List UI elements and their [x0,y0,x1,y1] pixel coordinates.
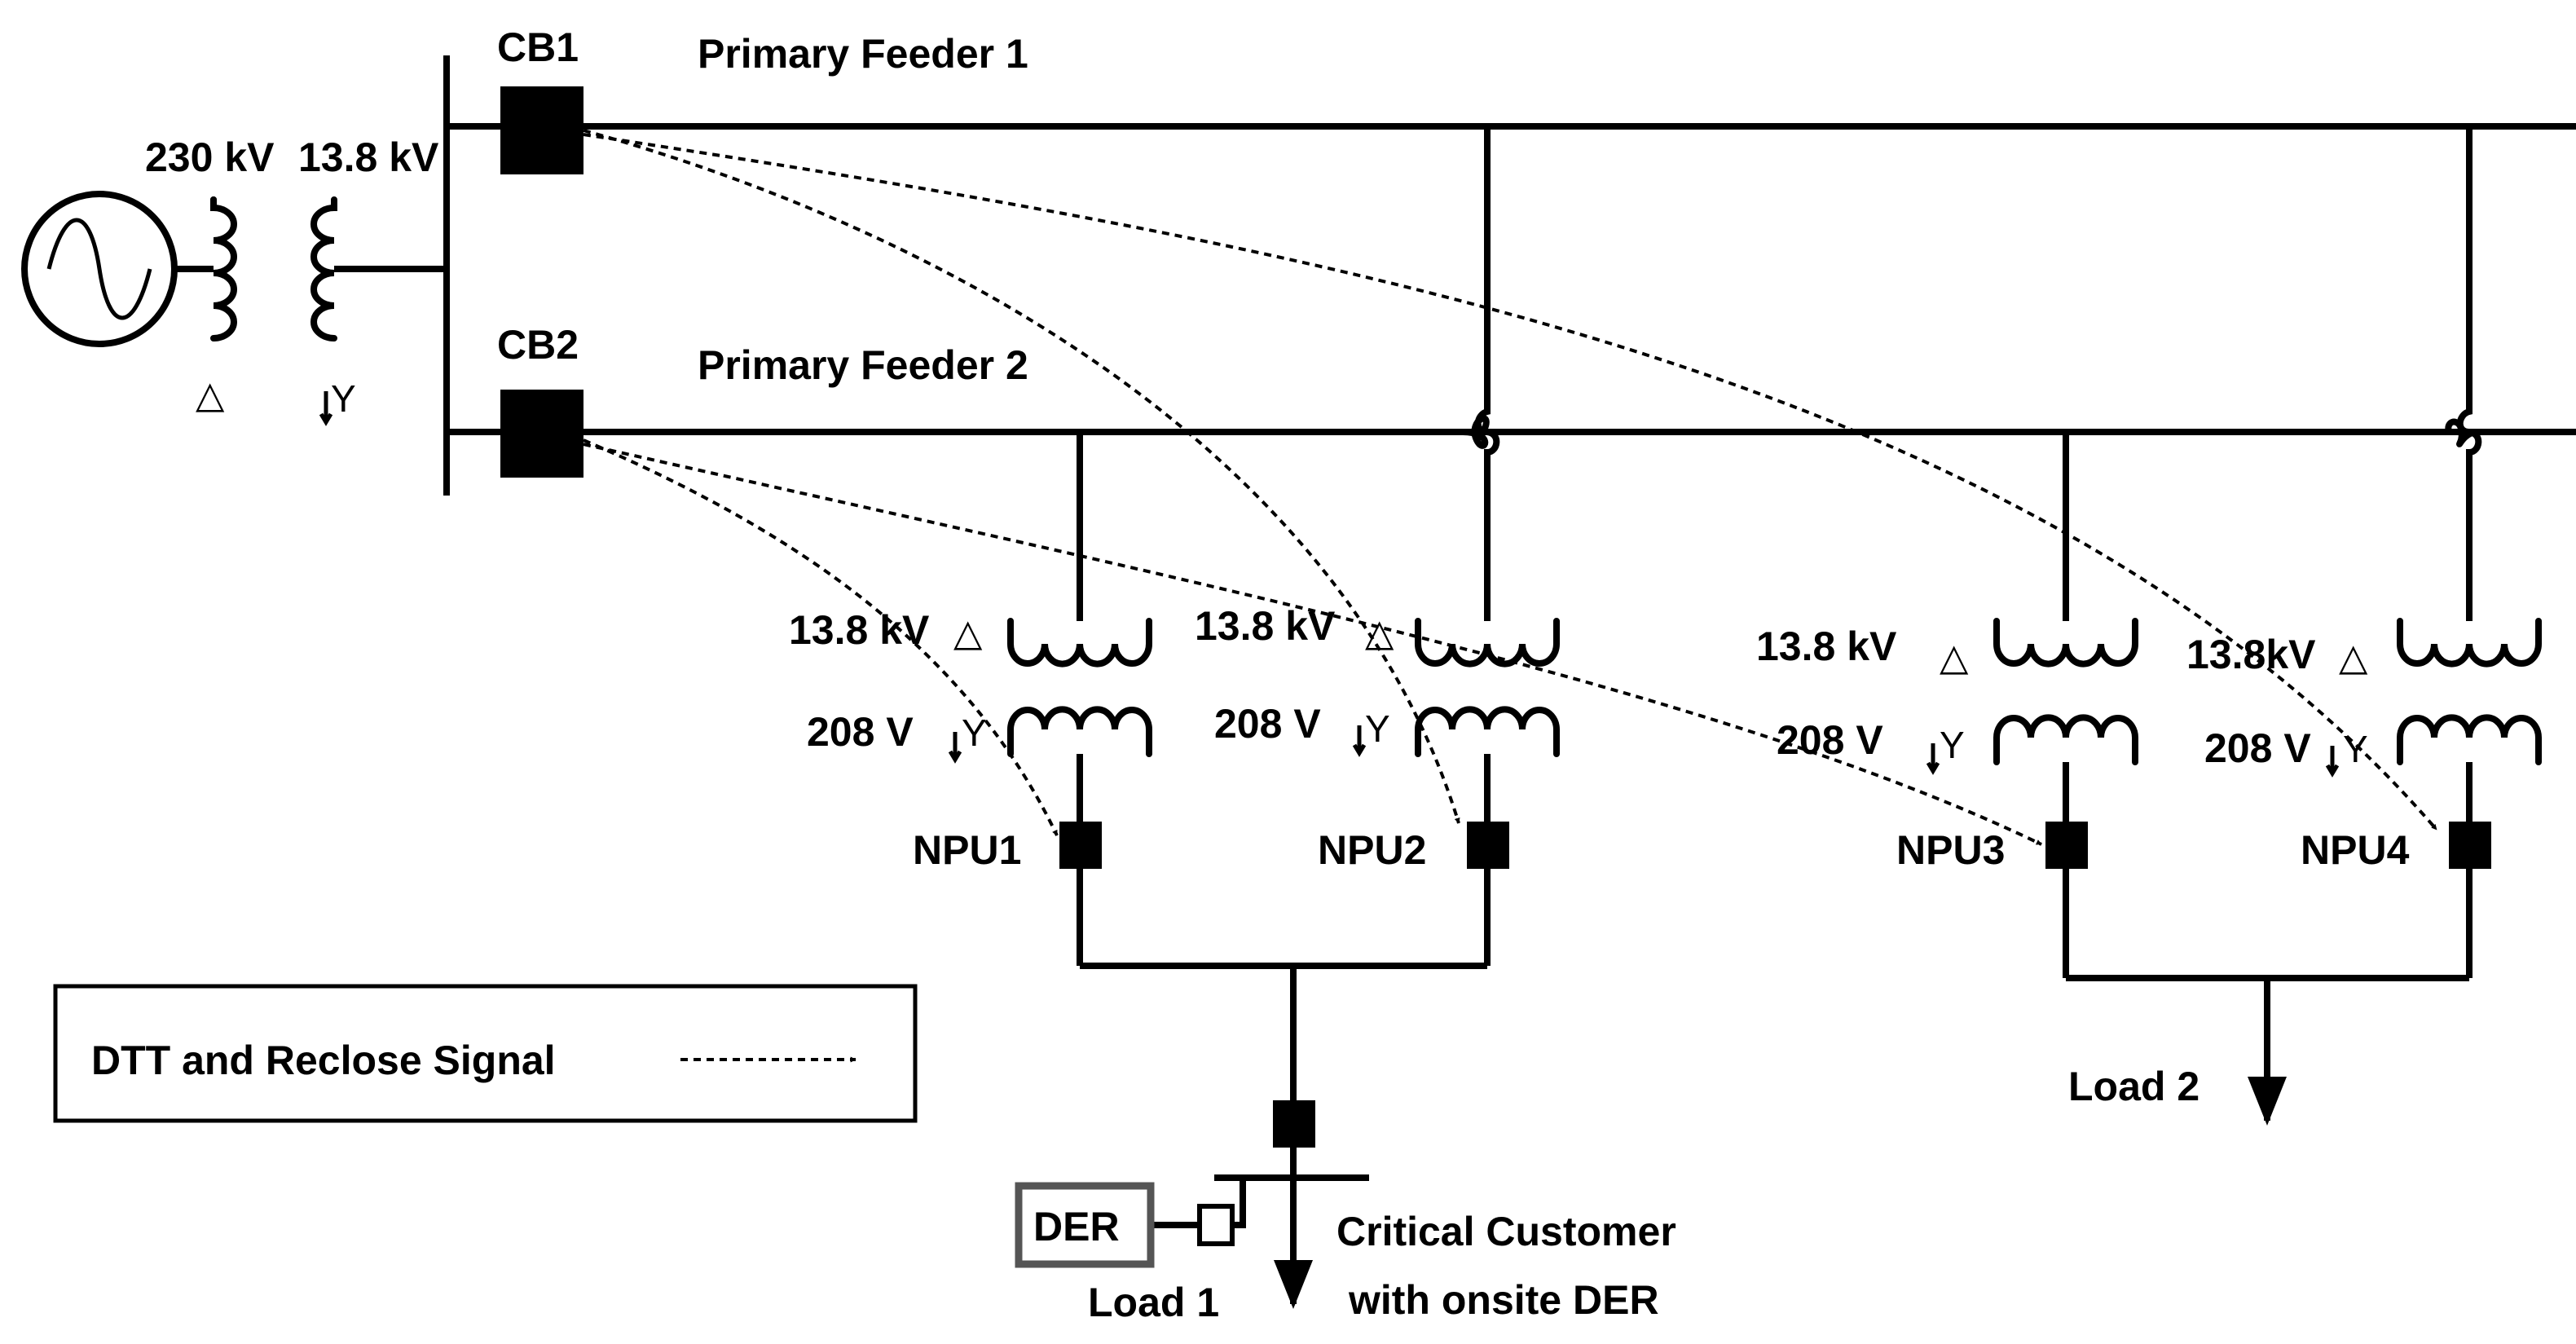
npu1-unit [1007,432,1152,966]
substation-transformer [210,196,447,342]
npu3-unit [1993,432,2138,978]
npu3-wye: Y [1940,724,1965,766]
source-lv-label: 13.8 kV [298,134,439,180]
npu2-wye: Y [1365,707,1390,750]
customer-line2: with onsite DER [1348,1277,1659,1323]
ac-source [21,191,214,347]
npu1-relay [1059,822,1102,869]
npu3-hv-label: 13.8 kV [1756,624,1897,669]
load1-network [1015,963,1487,1309]
source-delta-symbol: △ [196,373,225,416]
signal-cb2-npu3 [583,443,2042,846]
load2-network [2066,975,2469,1126]
feeder1-label: Primary Feeder 1 [698,31,1028,77]
der-breaker [1197,1204,1235,1246]
der-label: DER [1033,1204,1120,1249]
npu1-wye: Y [962,712,987,754]
cb2-breaker [500,390,583,478]
signal-cb1-npu2 [583,129,1460,824]
npu1-hv-label: 13.8 kV [789,607,930,653]
npu1-lv-label: 208 V [807,709,914,755]
npu4-delta: △ [2339,636,2368,678]
npu4-wye: Y [2343,728,2368,770]
npu2-unit [1415,126,1560,966]
signal-cb2-npu1 [583,438,1059,836]
npu3-relay [2045,822,2088,869]
legend-text: DTT and Reclose Signal [91,1038,556,1083]
npu4-unit [2397,126,2542,978]
npu1-delta: △ [953,611,983,654]
der-box [1015,1182,1155,1268]
npu3-label: NPU3 [1896,827,2005,873]
load1-label: Load 1 [1088,1280,1219,1325]
cb2-label: CB2 [497,322,579,368]
cb1-breaker [500,86,583,174]
feeder2-label: Primary Feeder 2 [698,342,1028,388]
npu3-lv-label: 208 V [1777,717,1883,763]
npu2-relay [1467,822,1509,869]
cb1-label: CB1 [497,24,579,70]
npu2-lv-label: 208 V [1214,701,1321,747]
source-hv-label: 230 kV [145,134,275,180]
customer-breaker [1273,1100,1315,1148]
source-wye-symbol: Y [331,377,356,420]
load2-label: Load 2 [2068,1064,2200,1109]
ground-icon [319,391,333,426]
npu3-delta: △ [1940,636,1969,678]
legend [53,984,918,1123]
npu2-label: NPU2 [1318,827,1426,873]
customer-line1: Critical Customer [1336,1209,1676,1254]
dtt-signal-paths [583,129,2438,846]
signal-cb1-npu4 [583,133,2438,831]
ground-icon [948,725,2340,778]
npu4-label: NPU4 [2301,827,2410,873]
npu4-relay [2449,822,2491,869]
npu1-label: NPU1 [913,827,1021,873]
npu4-lv-label: 208 V [2204,725,2311,771]
